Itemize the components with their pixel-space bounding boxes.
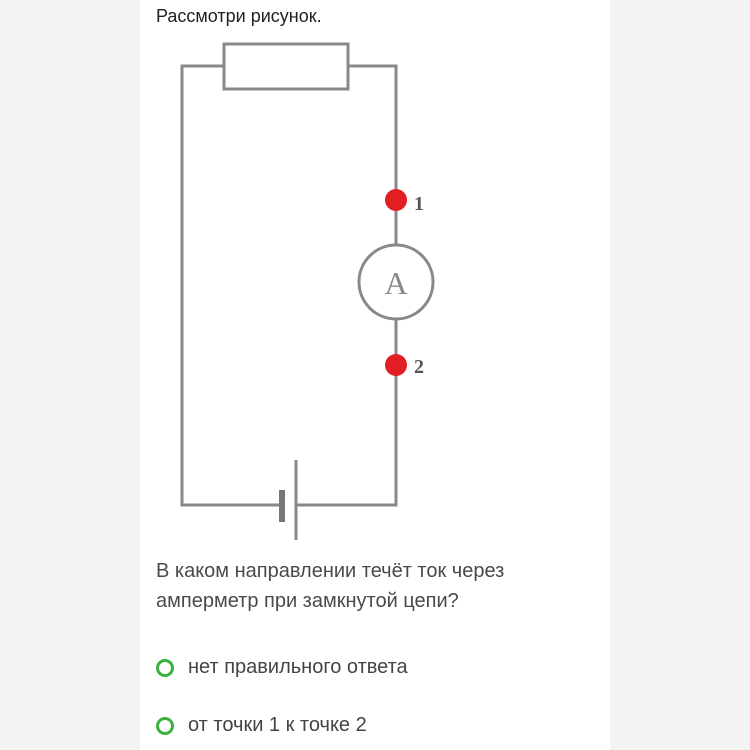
point-2-label: 2 bbox=[414, 356, 424, 378]
prompt-text: Рассмотри рисунок. bbox=[156, 6, 322, 26]
resistor bbox=[222, 42, 350, 91]
point-2-marker bbox=[385, 354, 407, 376]
wire-top-right bbox=[348, 64, 398, 190]
wire-top-left bbox=[180, 64, 224, 507]
battery-short-plate bbox=[279, 490, 285, 522]
wire-bottom-right bbox=[296, 374, 398, 507]
question-text: В каком направлении течёт ток через ампе… bbox=[156, 560, 505, 612]
answer-option-label: нет правильного ответа bbox=[188, 656, 408, 678]
radio-button-icon[interactable] bbox=[156, 716, 174, 735]
point-1-label: 1 bbox=[414, 193, 424, 215]
answer-option-2[interactable]: от точки 1 к точке 2 bbox=[156, 714, 367, 737]
question-card: Рассмотри рисунок. A 1 2 В каком нап bbox=[140, 0, 610, 750]
circuit-diagram: A 1 2 bbox=[180, 42, 435, 540]
answer-option-1[interactable]: нет правильного ответа bbox=[156, 656, 408, 679]
ammeter-circle bbox=[357, 243, 435, 321]
radio-button-icon[interactable] bbox=[156, 658, 174, 677]
answer-option-label: от точки 1 к точке 2 bbox=[188, 714, 367, 736]
point-1-marker bbox=[385, 189, 407, 211]
ammeter-label: A bbox=[384, 265, 407, 301]
